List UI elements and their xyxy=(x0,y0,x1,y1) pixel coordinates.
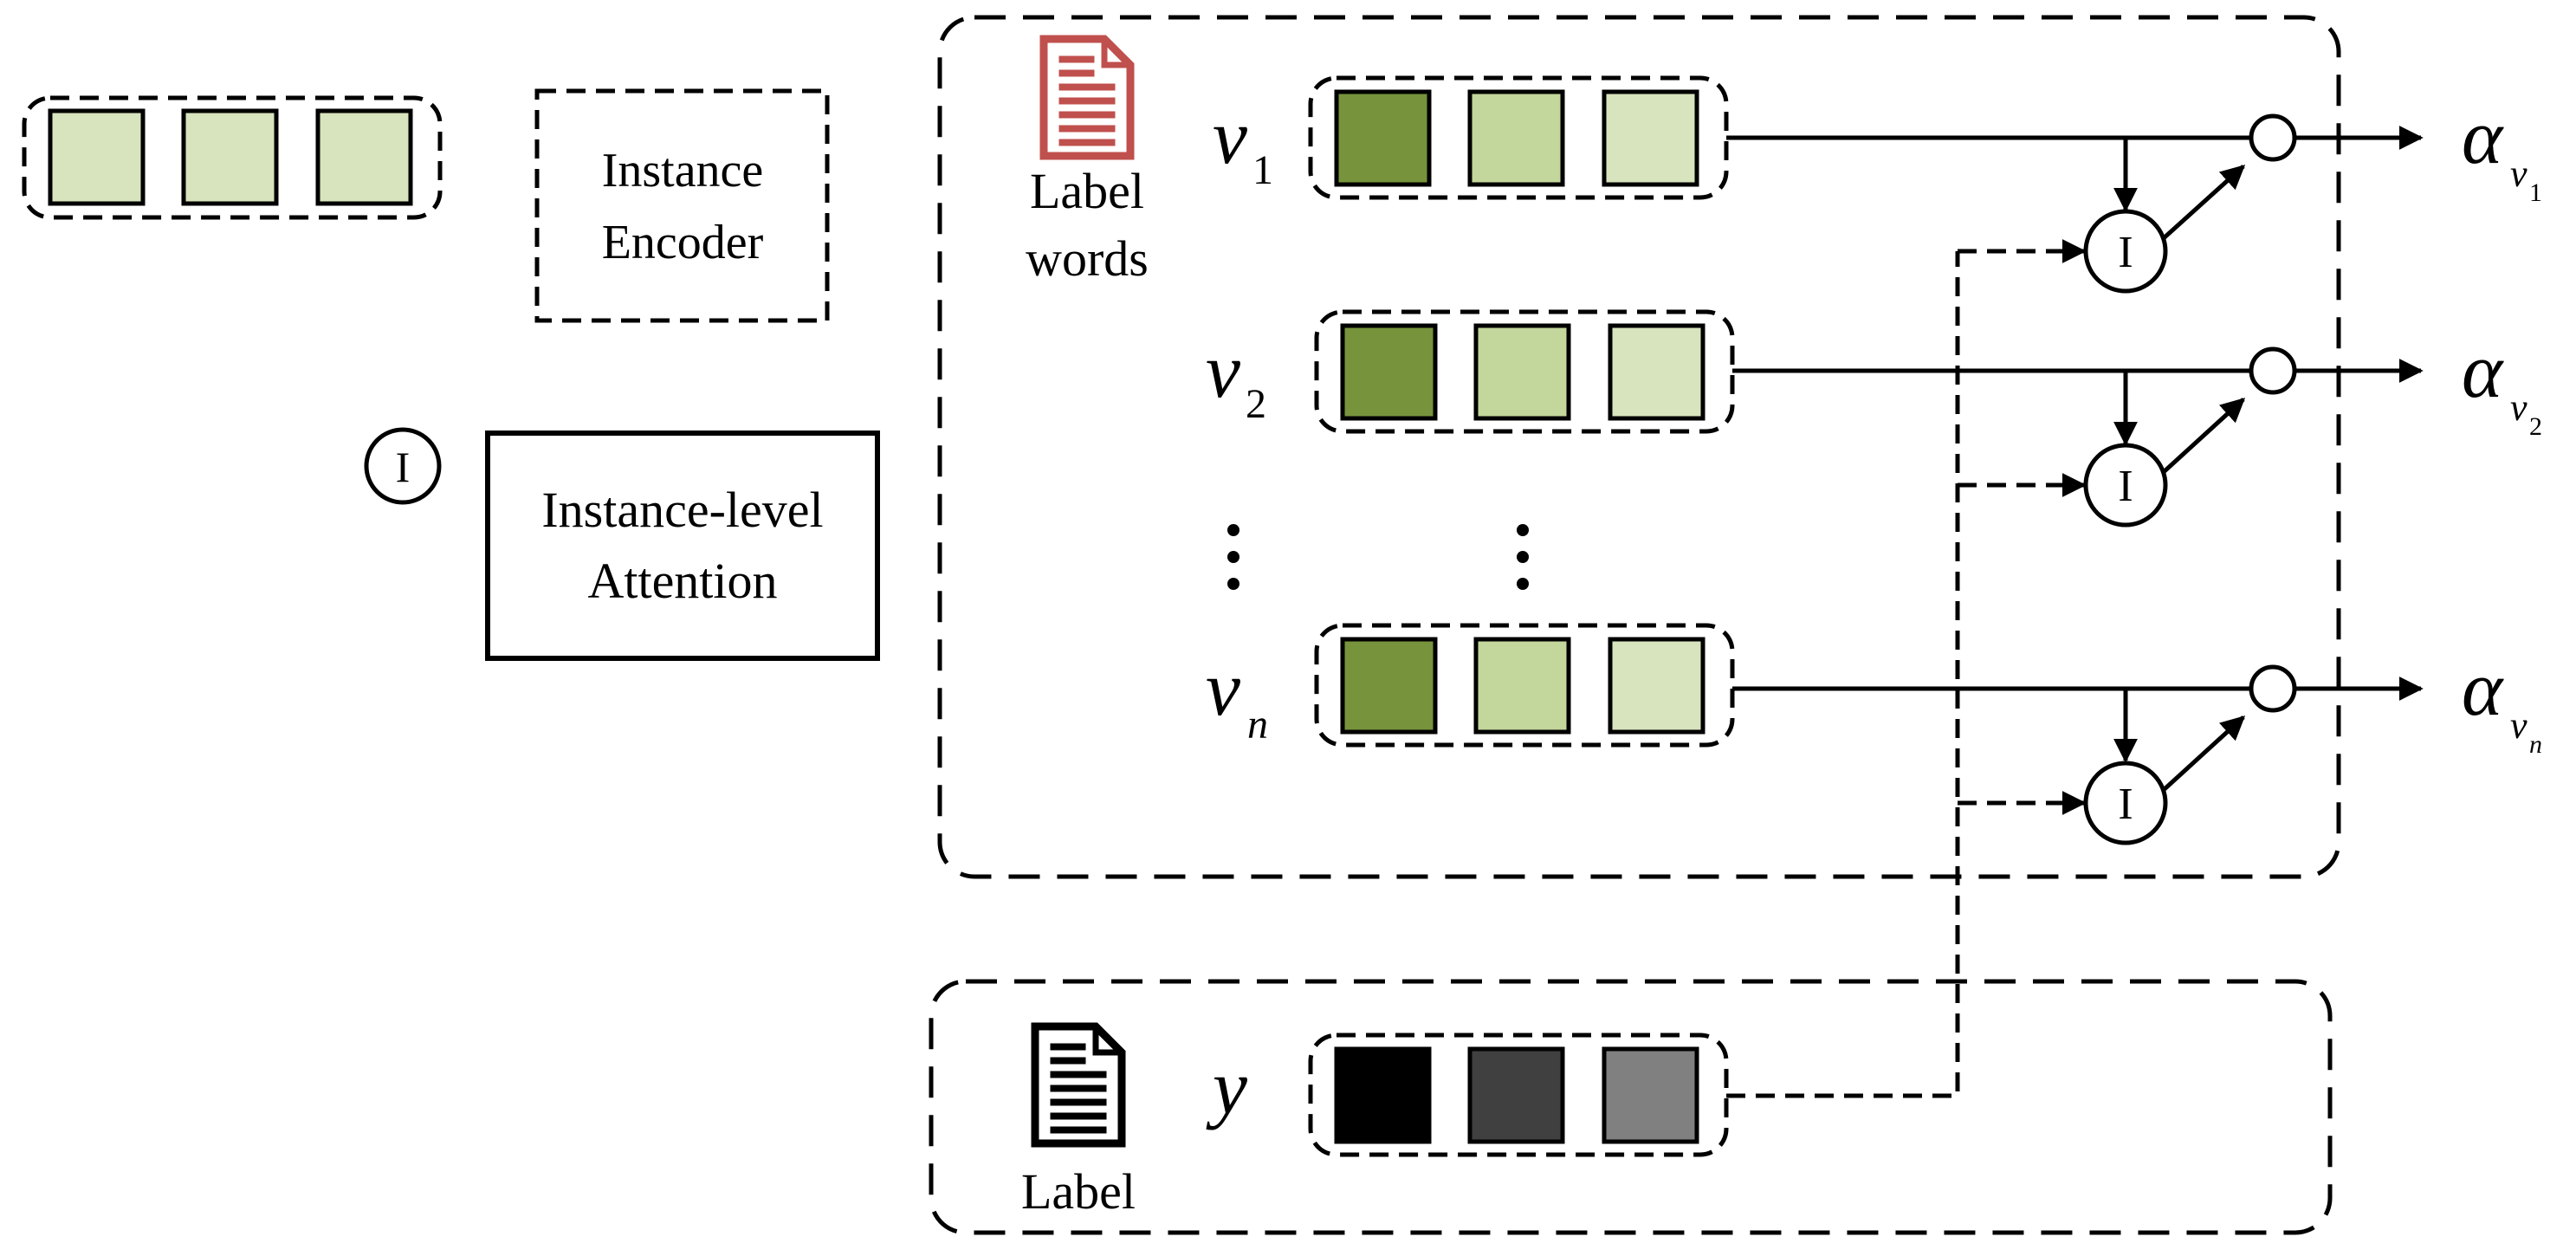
encoder-cell xyxy=(48,108,146,206)
label-words-label-line1: Label xyxy=(1030,163,1144,219)
svg-text:n: n xyxy=(2529,730,2542,759)
embedding-cell xyxy=(1608,323,1705,421)
svg-text:α: α xyxy=(2462,328,2504,414)
embedding-cell xyxy=(1473,637,1571,735)
vertical-ellipsis-left xyxy=(1227,524,1239,590)
label-word-sub: 2 xyxy=(1246,381,1266,427)
embedding-cell xyxy=(1608,637,1705,735)
label-words-label-line2: words xyxy=(1026,230,1149,287)
encoder-label-line2: Encoder xyxy=(602,216,764,269)
embedding-cell xyxy=(1340,637,1438,735)
encoded-instance-vector xyxy=(22,95,443,220)
attention-label-line1: Instance-level xyxy=(541,482,823,538)
label-cell xyxy=(1602,1046,1699,1144)
attention-unit-1 xyxy=(1726,113,2424,294)
svg-text:2: 2 xyxy=(2529,412,2542,441)
label-cell xyxy=(1467,1046,1565,1144)
label-cell xyxy=(1334,1046,1432,1144)
embedding-cell xyxy=(1473,323,1571,421)
label-word-row-n: v n xyxy=(1206,623,1735,748)
label-word-row-1: v 1 xyxy=(1213,75,1729,200)
attention-symbol: I xyxy=(364,427,442,505)
label-word-var: v xyxy=(1213,94,1247,180)
svg-text:α: α xyxy=(2462,94,2504,180)
output-alpha-n: α v n xyxy=(2462,646,2542,759)
attention-unit-symbol: I xyxy=(2118,228,2133,277)
label-word-sub: n xyxy=(1247,702,1268,748)
svg-text:v: v xyxy=(2510,704,2527,747)
label-embedding xyxy=(1308,1033,1729,1157)
legend: Instance Encoder I Instance-level Attent… xyxy=(22,88,880,661)
label-words-panel: Label words v 1 v 2 v xyxy=(937,15,2424,879)
embedding-cell xyxy=(1334,89,1432,187)
label-word-sub: 1 xyxy=(1252,147,1273,193)
encoder-cell xyxy=(181,108,279,206)
encoder-cell xyxy=(315,108,413,206)
label-panel: Label y xyxy=(929,979,2333,1235)
svg-text:v: v xyxy=(2510,386,2527,429)
label-var: y xyxy=(1206,1045,1247,1130)
embedding-cell xyxy=(1467,89,1565,187)
svg-text:1: 1 xyxy=(2529,178,2542,207)
embedding-cell xyxy=(1340,323,1438,421)
label-connector xyxy=(1726,239,2087,1098)
attention-unit-2 xyxy=(1732,346,2424,528)
label-word-var: v xyxy=(1206,328,1240,414)
attention-label-line2: Attention xyxy=(587,553,777,609)
label-word-var: v xyxy=(1206,646,1240,732)
output-alpha-2: α v 2 xyxy=(2462,328,2542,441)
label-word-row-2: v 2 xyxy=(1206,309,1735,434)
label-words-document-icon xyxy=(1044,39,1130,156)
output-alpha-1: α v 1 xyxy=(2462,94,2542,207)
attention-unit-n xyxy=(1732,664,2424,845)
vertical-ellipsis-right xyxy=(1517,524,1529,590)
svg-text:v: v xyxy=(2510,152,2527,195)
label-document-icon xyxy=(1035,1026,1122,1143)
instance-level-attention-box: Instance-level Attention xyxy=(485,431,880,661)
attention-unit-symbol: I xyxy=(2118,780,2133,829)
label-text: Label xyxy=(1021,1163,1136,1220)
svg-text:α: α xyxy=(2462,646,2504,732)
encoder-label-line1: Instance xyxy=(602,144,764,197)
embedding-cell xyxy=(1602,89,1699,187)
attention-unit-symbol: I xyxy=(2118,462,2133,511)
attention-symbol-label: I xyxy=(396,443,411,491)
instance-encoder-box: Instance Encoder xyxy=(534,88,830,323)
